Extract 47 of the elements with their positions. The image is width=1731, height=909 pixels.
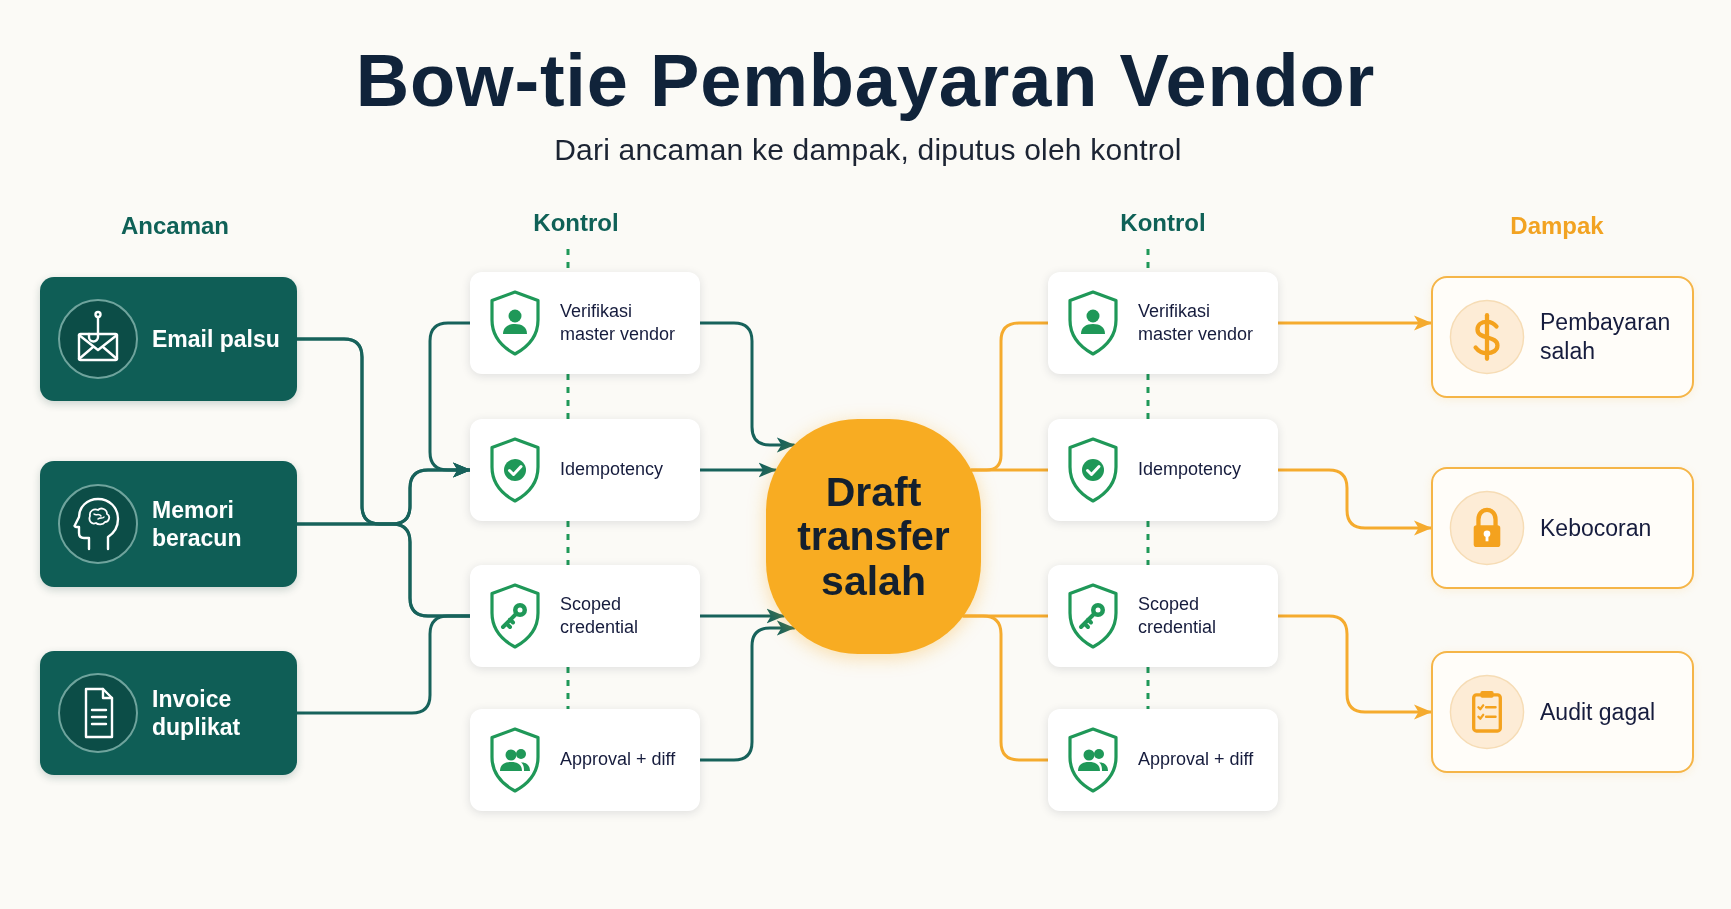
impact-label: Pembayaran salah xyxy=(1540,308,1672,366)
control-box xyxy=(1048,419,1278,521)
impact-box xyxy=(1431,651,1694,773)
arrow xyxy=(698,462,778,478)
control-box xyxy=(1048,272,1278,374)
threat-label: Invoice duplikat xyxy=(152,684,242,742)
title: Bow-tie Pembayaran Vendor xyxy=(355,40,1376,122)
impact-box xyxy=(1431,276,1694,398)
control-label: Approval + diff xyxy=(560,748,676,772)
control-box xyxy=(470,709,700,811)
threat-box xyxy=(40,651,297,775)
arrow xyxy=(1276,468,1433,536)
control-label: Idempotency xyxy=(1138,458,1242,482)
arrow xyxy=(1276,614,1433,720)
column-header: Dampak xyxy=(1510,212,1604,241)
control-label: Verifikasi master vendor xyxy=(1138,299,1255,346)
connector-line xyxy=(962,614,1050,762)
control-label: Approval + diff xyxy=(1138,748,1254,772)
arrow xyxy=(428,321,472,478)
event-label: Draft transfer salah xyxy=(796,470,951,603)
control-box xyxy=(470,419,700,521)
threat-label: Memori beracun xyxy=(152,495,243,553)
impact-label: Audit gagal xyxy=(1540,697,1656,727)
control-label: Idempotency xyxy=(560,458,664,482)
arrow xyxy=(698,620,796,762)
subtitle: Dari ancaman ke dampak, diputus oleh kontrol xyxy=(554,132,1182,168)
threat-box xyxy=(40,461,297,587)
impact-box xyxy=(1431,467,1694,589)
threat-label: Email palsu xyxy=(152,324,280,353)
control-label: Scoped credential xyxy=(560,592,640,639)
control-box xyxy=(1048,565,1278,667)
control-label: Verifikasi master vendor xyxy=(560,299,677,346)
column-header: Kontrol xyxy=(1120,209,1206,238)
arrow xyxy=(1276,315,1433,331)
impact-label: Kebocoran xyxy=(1540,513,1652,543)
control-box xyxy=(470,565,700,667)
column-header: Kontrol xyxy=(533,209,619,238)
event-box xyxy=(766,419,981,654)
arrow xyxy=(698,321,796,453)
connector-line xyxy=(295,614,472,715)
control-box xyxy=(470,272,700,374)
threat-box xyxy=(40,277,297,401)
control-label: Scoped credential xyxy=(1138,592,1218,639)
connector-line xyxy=(969,468,1050,472)
control-box xyxy=(1048,709,1278,811)
column-header: Ancaman xyxy=(121,212,229,241)
arrow xyxy=(698,608,785,624)
